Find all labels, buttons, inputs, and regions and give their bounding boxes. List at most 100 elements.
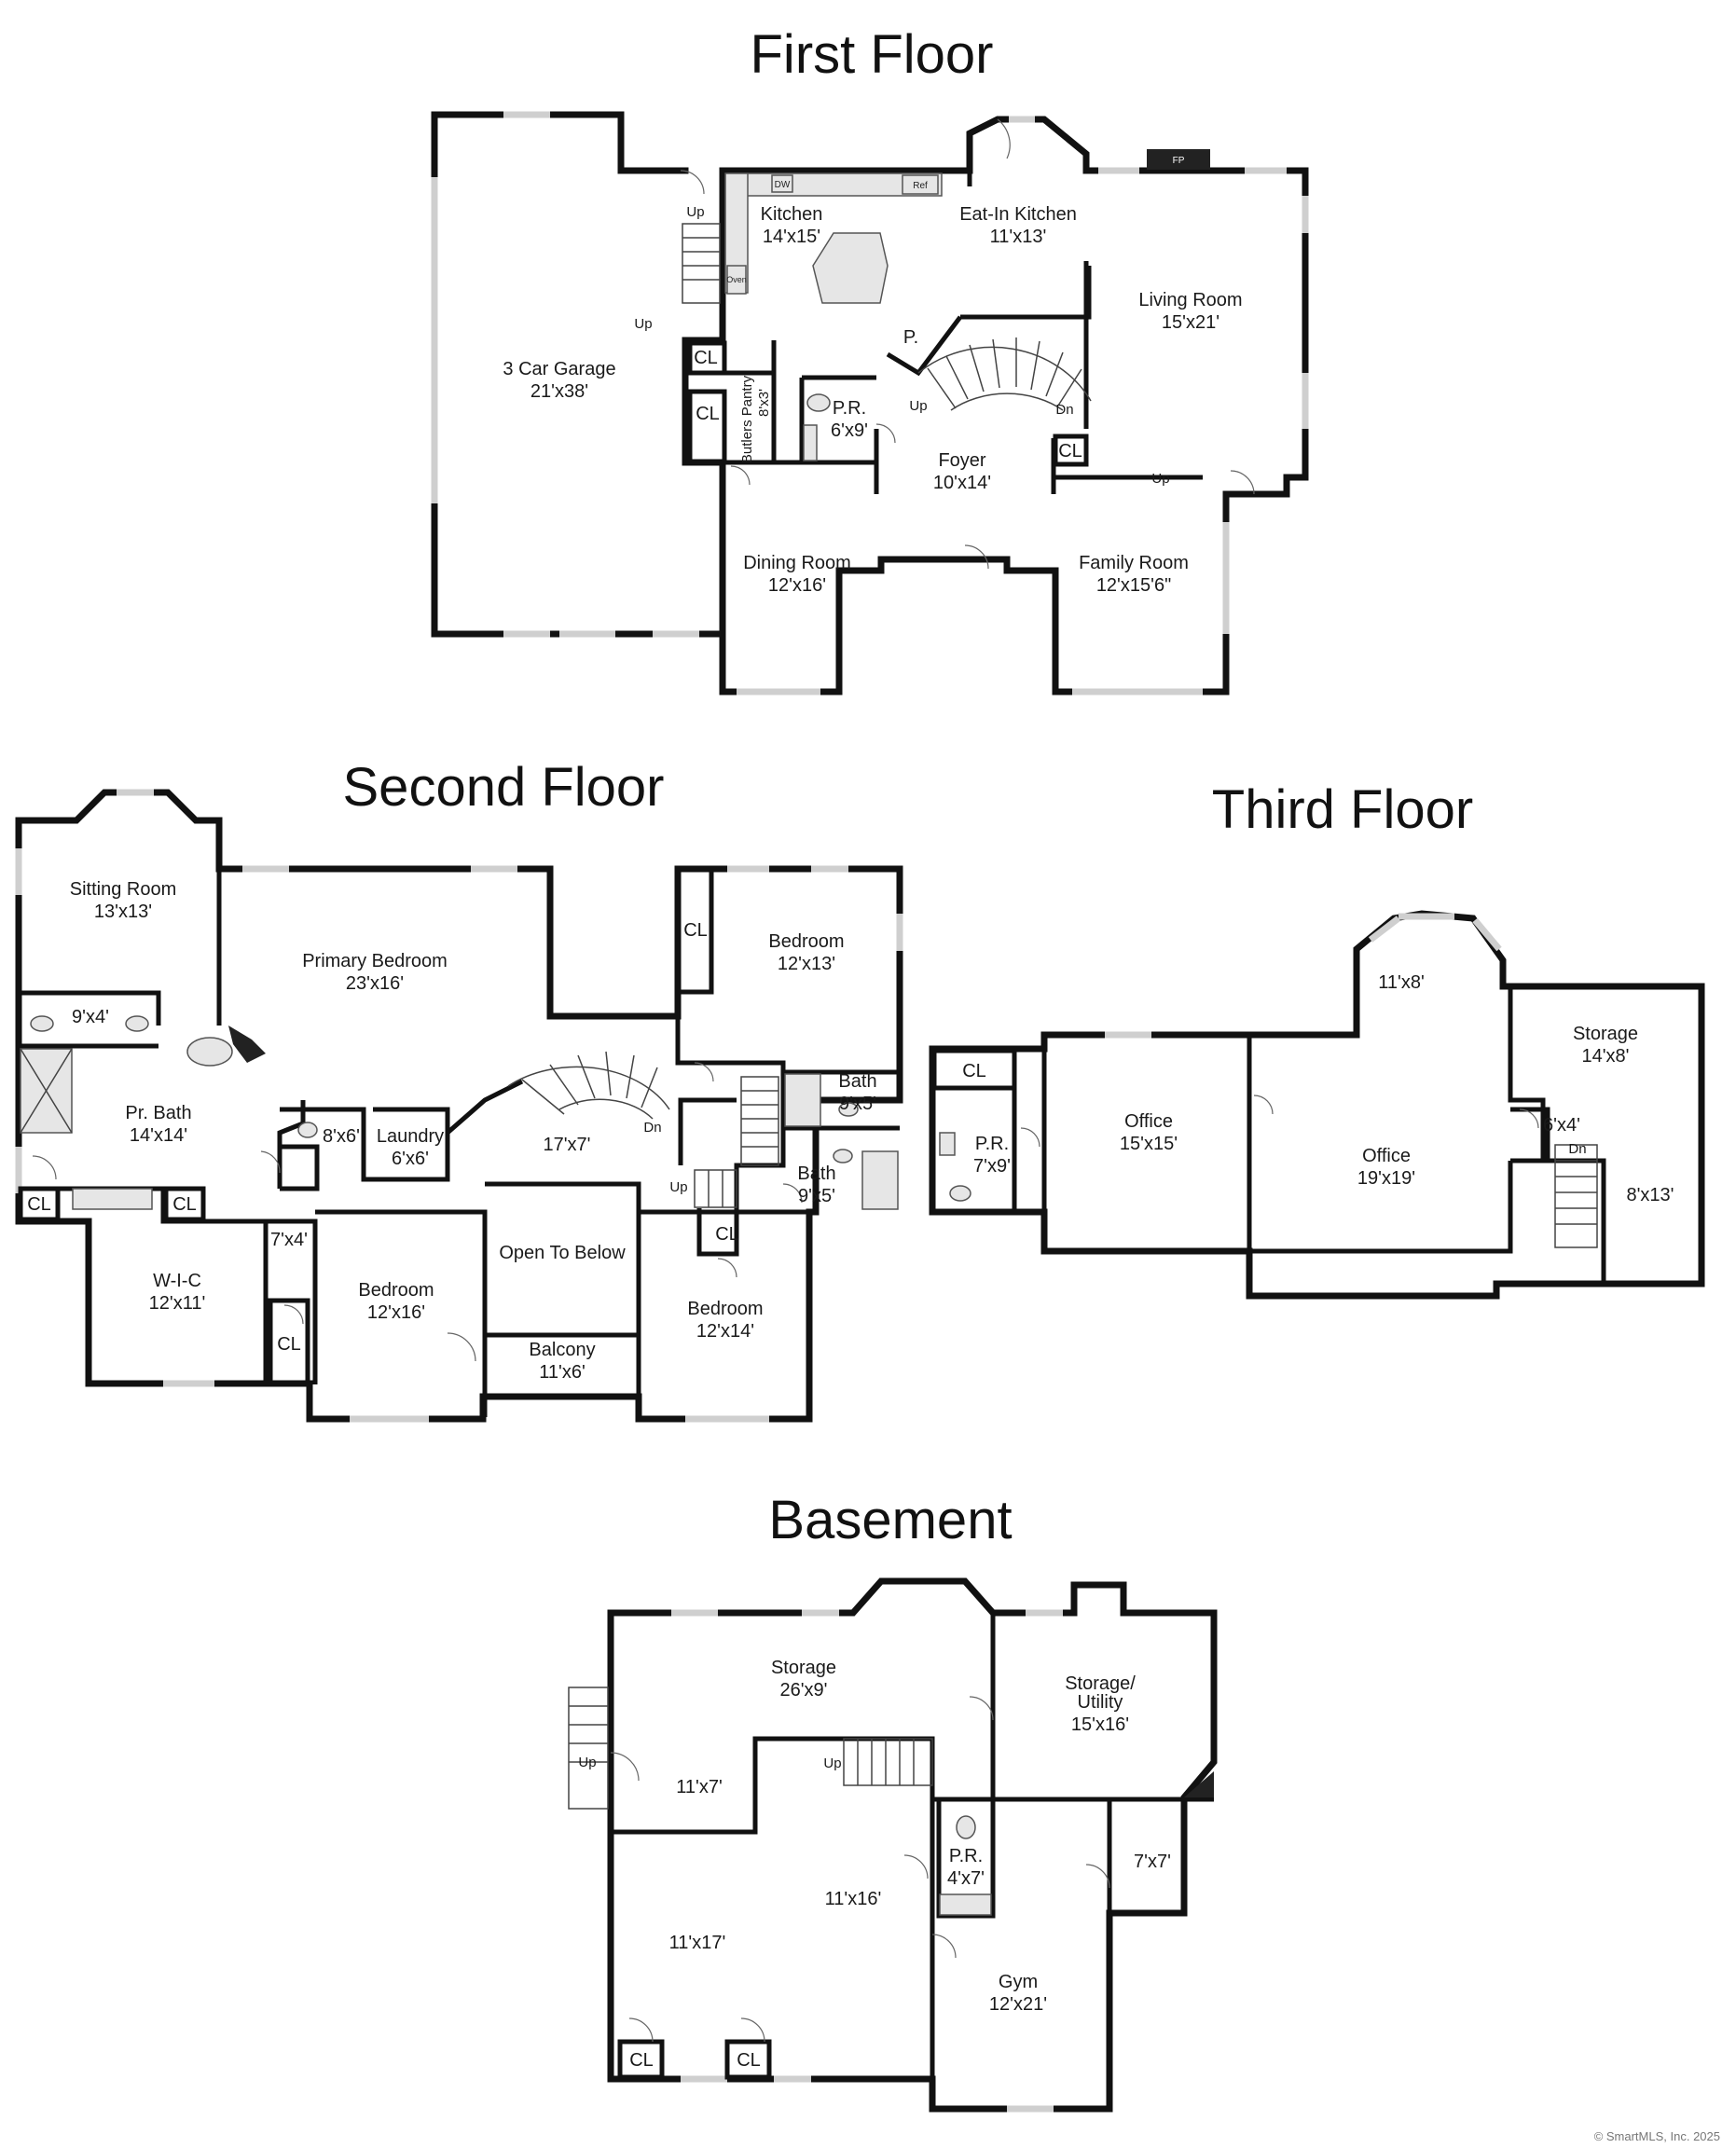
bedroom-sw-name: Bedroom bbox=[358, 1280, 434, 1301]
living-room-name: Living Room bbox=[1138, 290, 1242, 310]
hall-size: 17'x7' bbox=[543, 1135, 590, 1155]
stair-up-label: Up bbox=[909, 398, 927, 414]
third-storage-name: Storage bbox=[1573, 1024, 1638, 1044]
gym-name: Gym bbox=[999, 1972, 1038, 1992]
wc-size: 9'x4' bbox=[72, 1007, 109, 1027]
room-11x16-size: 11'x16' bbox=[825, 1889, 882, 1909]
bedroom-sw-size: 12'x16' bbox=[367, 1302, 425, 1323]
first-powder-size: 6'x9' bbox=[831, 420, 868, 441]
office-small-size: 15'x15' bbox=[1120, 1134, 1178, 1154]
refrigerator-label: Ref bbox=[913, 181, 928, 191]
storage-utility-size: 15'x16' bbox=[1071, 1714, 1129, 1735]
stair-up-label: Up bbox=[823, 1756, 841, 1771]
kitchen-name: Kitchen bbox=[761, 204, 823, 225]
room-7x7-size: 7'x7' bbox=[1134, 1852, 1171, 1872]
first-floor: First Floor FP bbox=[431, 24, 1309, 695]
storage-utility-line1: Storage/ bbox=[1065, 1673, 1136, 1694]
sitting-room-size: 13'x13' bbox=[94, 902, 152, 922]
office-large-size: 19'x19' bbox=[1357, 1168, 1415, 1189]
eat-in-kitchen-size: 11'x13' bbox=[990, 227, 1047, 247]
bedroom-ne-size: 12'x13' bbox=[778, 954, 835, 974]
bath-b-name: Bath bbox=[797, 1164, 835, 1184]
copyright-notice: © SmartMLS, Inc. 2025 bbox=[1594, 2129, 1720, 2143]
butlers-pantry-size: 8'x3' bbox=[756, 389, 772, 417]
stair-down-label: Dn bbox=[1055, 402, 1073, 418]
wic-size: 12'x11' bbox=[149, 1293, 206, 1314]
garage-size: 21'x38' bbox=[530, 381, 588, 402]
stair-up-label: Up bbox=[686, 204, 704, 220]
bath-a-size: 9'x5' bbox=[839, 1094, 876, 1114]
butlers-pantry-name: Butlers Pantry bbox=[739, 375, 755, 463]
basement-storage-name: Storage bbox=[771, 1658, 836, 1678]
stair-down-label: Dn bbox=[1568, 1141, 1586, 1157]
kitchen-island bbox=[812, 232, 889, 304]
closet-label: CL bbox=[683, 920, 708, 941]
laundry-name: Laundry bbox=[377, 1126, 444, 1147]
laundry-size: 6'x6' bbox=[392, 1149, 429, 1169]
eat-in-kitchen-name: Eat-In Kitchen bbox=[959, 204, 1077, 225]
refrigerator bbox=[902, 174, 939, 195]
balcony-size: 11'x6' bbox=[539, 1362, 586, 1383]
balcony-name: Balcony bbox=[529, 1340, 595, 1360]
bay-size: 11'x8' bbox=[1378, 972, 1425, 993]
gym-size: 12'x21' bbox=[989, 1994, 1047, 2015]
closet-label: CL bbox=[172, 1194, 197, 1215]
closet-label: CL bbox=[27, 1194, 51, 1215]
basement-powder-size: 4'x7' bbox=[947, 1868, 985, 1889]
living-room-size: 15'x21' bbox=[1162, 312, 1219, 333]
basement-main-wall bbox=[607, 1577, 1218, 2113]
bedroom-ne-name: Bedroom bbox=[768, 931, 844, 952]
bath-a-name: Bath bbox=[838, 1071, 876, 1092]
primary-bath-name: Pr. Bath bbox=[125, 1103, 191, 1123]
oven-label: Oven bbox=[726, 275, 747, 284]
wic-name: W-I-C bbox=[153, 1271, 201, 1291]
primary-bedroom-name: Primary Bedroom bbox=[302, 951, 448, 971]
basement-powder-name: P.R. bbox=[949, 1846, 983, 1866]
closet-label: CL bbox=[277, 1334, 301, 1355]
family-room-size: 12'x15'6" bbox=[1096, 575, 1171, 596]
closet-label: CL bbox=[715, 1224, 739, 1245]
closet-label: CL bbox=[1058, 441, 1082, 461]
landing-size: 6'x4' bbox=[1543, 1115, 1580, 1136]
bedroom-se-size: 12'x14' bbox=[696, 1321, 754, 1342]
primary-bath-size: 14'x14' bbox=[130, 1125, 187, 1146]
office-large-name: Office bbox=[1362, 1146, 1411, 1166]
third-storage-size: 14'x8' bbox=[1581, 1046, 1629, 1067]
bath-b-size: 9'x5' bbox=[798, 1186, 835, 1206]
kitchen-size: 14'x15' bbox=[763, 227, 820, 247]
second-floor: Second Floor bbox=[15, 757, 903, 1423]
stair-room-size: 8'x13' bbox=[1626, 1185, 1674, 1205]
fireplace-label: FP bbox=[1173, 156, 1185, 166]
closet-label: CL bbox=[962, 1061, 986, 1081]
stair-up-label: Up bbox=[1151, 471, 1169, 487]
fireplace-icon bbox=[1147, 149, 1210, 170]
closet-label: CL bbox=[737, 2050, 761, 2071]
pantry-label: P. bbox=[903, 327, 918, 348]
family-room-name: Family Room bbox=[1079, 553, 1189, 573]
storage-utility-line2: Utility bbox=[1078, 1692, 1123, 1713]
primary-bedroom-size: 23'x16' bbox=[346, 973, 404, 994]
third-floor: Third Floor 11'x8' Storage 14'x8' P.R. 7… bbox=[929, 779, 1705, 1300]
room-11x17-size: 11'x17' bbox=[669, 1933, 726, 1953]
third-floor-title: Third Floor bbox=[1212, 779, 1473, 840]
stair-up-label: Up bbox=[669, 1179, 687, 1195]
first-floor-main-wall bbox=[682, 116, 1309, 695]
first-powder-name: P.R. bbox=[833, 398, 866, 419]
open-to-below-name: Open To Below bbox=[499, 1243, 626, 1263]
third-floor-main-wall bbox=[929, 910, 1705, 1300]
basement-storage-size: 26'x9' bbox=[779, 1680, 827, 1700]
foyer-size: 10'x14' bbox=[933, 473, 991, 493]
garage-name: 3 Car Garage bbox=[503, 359, 615, 379]
closet-label: CL bbox=[629, 2050, 654, 2071]
room-11x7-size: 11'x7' bbox=[676, 1777, 723, 1797]
office-small-name: Office bbox=[1124, 1111, 1173, 1132]
basement: Basement Stora bbox=[568, 1490, 1218, 2113]
stair-down-label: Dn bbox=[643, 1120, 661, 1136]
first-floor-title: First Floor bbox=[751, 24, 994, 85]
stair-up-label: Up bbox=[578, 1755, 596, 1770]
dishwasher-label: DW bbox=[775, 180, 791, 190]
closet-label: CL bbox=[696, 404, 720, 424]
third-powder-name: P.R. bbox=[975, 1134, 1009, 1154]
stair-up-label: Up bbox=[634, 316, 652, 332]
